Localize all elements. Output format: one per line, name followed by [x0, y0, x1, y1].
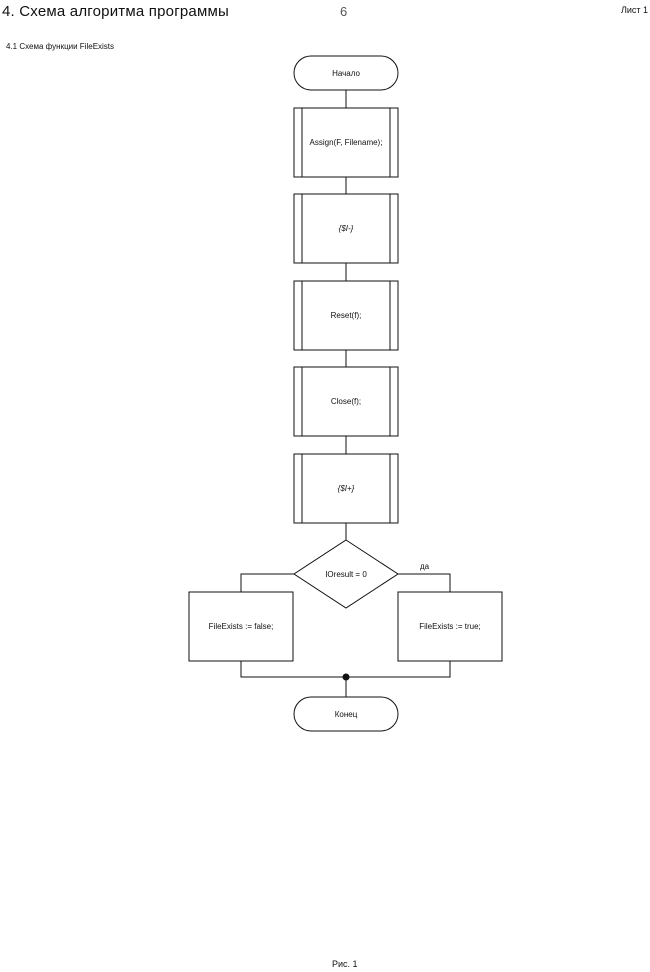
- end-label: Конец: [335, 710, 358, 719]
- process-block-3: [293, 280, 399, 351]
- false-branch-box: [188, 591, 294, 662]
- yes-label: да: [420, 562, 430, 571]
- false-branch-label: FileExists := false;: [209, 622, 274, 631]
- sheet-label: Лист 1: [620, 5, 648, 15]
- true-branch-label: FileExists := true;: [419, 622, 481, 631]
- step-1-label: Assign(F, Filename);: [310, 138, 383, 147]
- step-2-label: {$I-}: [339, 224, 354, 233]
- decision-diamond: [293, 539, 399, 609]
- connector-decision-true: [398, 573, 451, 592]
- process-block-1: [293, 107, 399, 178]
- connector-decision-false: [240, 573, 294, 592]
- step-4-label: Close(f);: [331, 397, 361, 406]
- start-label: Начало: [332, 69, 360, 78]
- step-5-label: {$I+}: [338, 484, 355, 493]
- page-number: 6: [340, 4, 348, 19]
- page-title: 4. Схема алгоритма программы: [2, 3, 229, 20]
- process-block-2: [293, 193, 399, 264]
- process-block-4: [293, 366, 399, 437]
- end-terminator: [293, 696, 399, 732]
- section-subheading: 4.1 Схема функции FileExists: [6, 42, 115, 51]
- figure-caption: Рис. 1: [332, 959, 358, 969]
- decision-label: IOresult = 0: [325, 570, 367, 579]
- start-terminator: [293, 55, 399, 91]
- merge-junction: [342, 673, 350, 681]
- process-block-5: [293, 453, 399, 524]
- true-branch-box: [397, 591, 503, 662]
- step-3-label: Reset(f);: [331, 311, 362, 320]
